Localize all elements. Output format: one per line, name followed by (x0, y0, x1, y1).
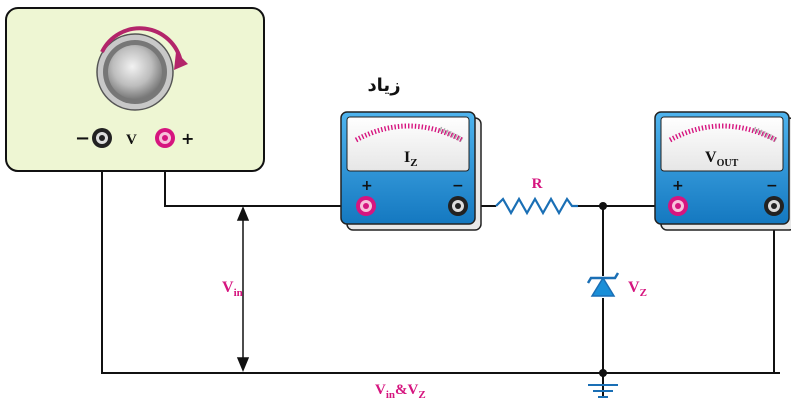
power-supply: − V + (5, 7, 265, 172)
junction-dot-top (599, 202, 607, 210)
meter-iz-minus-sign: − (452, 178, 464, 194)
meter-vout-label: VOUT (705, 149, 739, 169)
vin-arrow (236, 206, 250, 372)
bottom-label: Vin&VZ (375, 382, 426, 401)
zener-voltage-label: VZ (628, 279, 647, 299)
meter-iz-plus-sign: + (361, 178, 373, 194)
meter-iz-label: IZ (404, 149, 418, 169)
wire-ground-rail (101, 150, 780, 374)
supply-positive-terminal[interactable] (155, 128, 175, 148)
meter-vout-scale (668, 123, 778, 143)
meter-vout-positive-terminal[interactable] (668, 196, 688, 216)
input-voltage-label: Vin (222, 279, 243, 299)
wires (101, 150, 780, 396)
supply-minus-sign: − (75, 128, 90, 149)
zener-diode-symbol (586, 272, 620, 297)
meter-vout-negative-terminal[interactable] (764, 196, 784, 216)
meter-iz-negative-terminal[interactable] (448, 196, 468, 216)
junction-dot-bottom (599, 369, 607, 377)
supply-negative-terminal[interactable] (92, 128, 112, 148)
resistor-symbol (495, 196, 578, 216)
supply-plus-sign: + (181, 129, 194, 148)
meter-vout-minus-sign: − (766, 178, 778, 194)
increase-annotation: زیاد (367, 75, 400, 96)
voltage-meter-vout: VOUT + − (654, 111, 791, 231)
meter-iz-positive-terminal[interactable] (356, 196, 376, 216)
rotate-clockwise-icon (100, 26, 188, 70)
voltage-knob[interactable] (96, 33, 174, 111)
ground-symbol (588, 384, 618, 398)
meter-iz-scale (354, 123, 464, 143)
meter-vout-plus-sign: + (672, 178, 684, 194)
resistor-label: R (532, 176, 543, 192)
supply-voltage-label: V (126, 132, 137, 148)
current-meter-iz: IZ + − (340, 111, 482, 231)
